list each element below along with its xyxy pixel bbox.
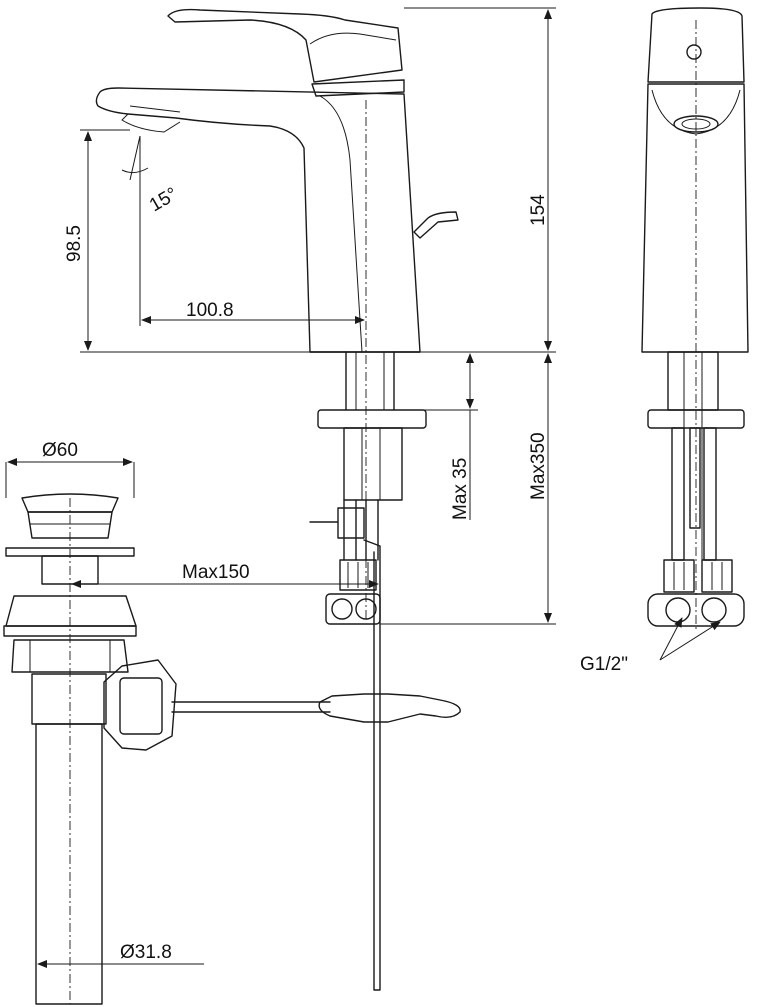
dimension-lines	[5, 7, 721, 968]
max-deck-thickness-label: Max 35	[450, 458, 471, 520]
faucet-side-view	[95, 8, 461, 991]
spout-angle-label: 15°	[146, 184, 181, 217]
total-height-label: 154	[528, 194, 549, 226]
max-hose-length-label: Max350	[528, 432, 549, 500]
spout-height-label: 98.5	[64, 225, 85, 262]
connection-thread-label: G1/2"	[580, 654, 628, 675]
spout-reach-label: 100.8	[186, 300, 234, 321]
tail-diameter-label: Ø31.8	[120, 942, 172, 963]
pop-up-waste	[3, 493, 331, 1005]
max-rod-distance-label: Max150	[182, 562, 250, 583]
faucet-front-view	[641, 7, 749, 630]
waste-diameter-label: Ø60	[42, 440, 78, 461]
